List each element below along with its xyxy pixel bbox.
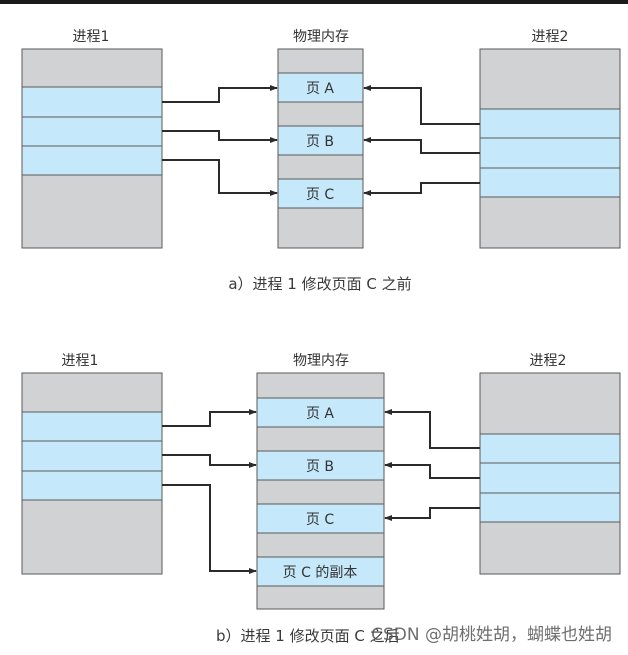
mapping-arrow-p1-a (162, 409, 257, 427)
process1-title: 进程1 (73, 29, 110, 45)
memory-title: 物理内存 (293, 29, 349, 45)
virtual-page (21, 116, 163, 147)
process2-mappings (363, 85, 480, 196)
page-c-label: 页 C (306, 187, 334, 203)
mapping-arrow-p2-a (384, 409, 480, 449)
page-c-label: 页 C (306, 512, 334, 528)
top-bar (0, 0, 628, 4)
page-b-label: 页 B (306, 134, 334, 150)
process2-title: 进程2 (532, 29, 569, 45)
virtual-page (479, 108, 621, 139)
free-frame (277, 154, 364, 180)
panel-b: 进程1 物理内存 进程2 页 A 页 B 页 C 页 C 的副本 (21, 353, 621, 645)
panel-a: 进程1 物理内存 进程2 页 A 页 B 页 C (21, 29, 621, 293)
unmapped-region (21, 499, 163, 575)
process1-address-space (21, 48, 163, 249)
free-frame (256, 479, 385, 505)
virtual-page (21, 440, 163, 472)
virtual-page (479, 492, 621, 523)
free-frame (277, 101, 364, 127)
process1-address-space (21, 372, 163, 575)
memory-title: 物理内存 (293, 353, 349, 369)
virtual-page (479, 433, 621, 464)
page-a-label: 页 A (306, 406, 334, 422)
virtual-page (479, 137, 621, 169)
virtual-page (21, 145, 163, 176)
process2-mappings (384, 409, 480, 521)
free-frame (256, 372, 385, 399)
mapping-arrow-p2-b (384, 462, 480, 479)
virtual-page (21, 86, 163, 118)
free-frame (256, 426, 385, 452)
virtual-page (479, 462, 621, 494)
mapping-arrow-p2-a (363, 85, 480, 125)
process1-title: 进程1 (62, 353, 99, 369)
page-frame-b (277, 125, 364, 156)
free-frame (256, 532, 385, 558)
page-b-label: 页 B (306, 459, 334, 475)
physical-memory: 页 A 页 B 页 C 页 C 的副本 (256, 372, 385, 610)
process2-address-space (479, 48, 621, 249)
mapping-arrow-p2-b (363, 137, 480, 154)
unmapped-region (479, 372, 621, 435)
unmapped-region (21, 48, 163, 88)
mapping-arrow-p1-c-copy (162, 484, 257, 574)
process1-mappings (162, 85, 278, 196)
mapping-arrow-p1-a (162, 85, 278, 103)
mapping-arrow-p1-b (162, 454, 257, 468)
unmapped-region (479, 196, 621, 249)
physical-memory: 页 A 页 B 页 C (277, 48, 364, 249)
virtual-page (21, 411, 163, 442)
page-c-copy-label: 页 C 的副本 (283, 565, 358, 581)
unmapped-region (479, 48, 621, 110)
mapping-arrow-p1-b (162, 130, 278, 143)
unmapped-region (21, 372, 163, 413)
virtual-page (21, 470, 163, 501)
process2-address-space (479, 372, 621, 575)
mapping-arrow-p1-c (162, 159, 278, 196)
process2-title: 进程2 (530, 353, 567, 369)
watermark: CSDN @胡桃姓胡，蝴蝶也姓胡 (371, 625, 612, 645)
mapping-arrow-p2-c (384, 507, 480, 521)
free-frame (277, 48, 364, 74)
free-frame (256, 585, 385, 610)
page-a-label: 页 A (306, 81, 334, 97)
process1-mappings (162, 409, 257, 574)
caption-a: a）进程 1 修改页面 C 之前 (228, 275, 411, 293)
mapping-arrow-p2-c (363, 182, 480, 196)
caption-b: b）进程 1 修改页面 C 之后 (216, 627, 400, 645)
free-frame (277, 207, 364, 249)
virtual-page (479, 167, 621, 198)
unmapped-region (479, 521, 621, 575)
unmapped-region (21, 174, 163, 249)
